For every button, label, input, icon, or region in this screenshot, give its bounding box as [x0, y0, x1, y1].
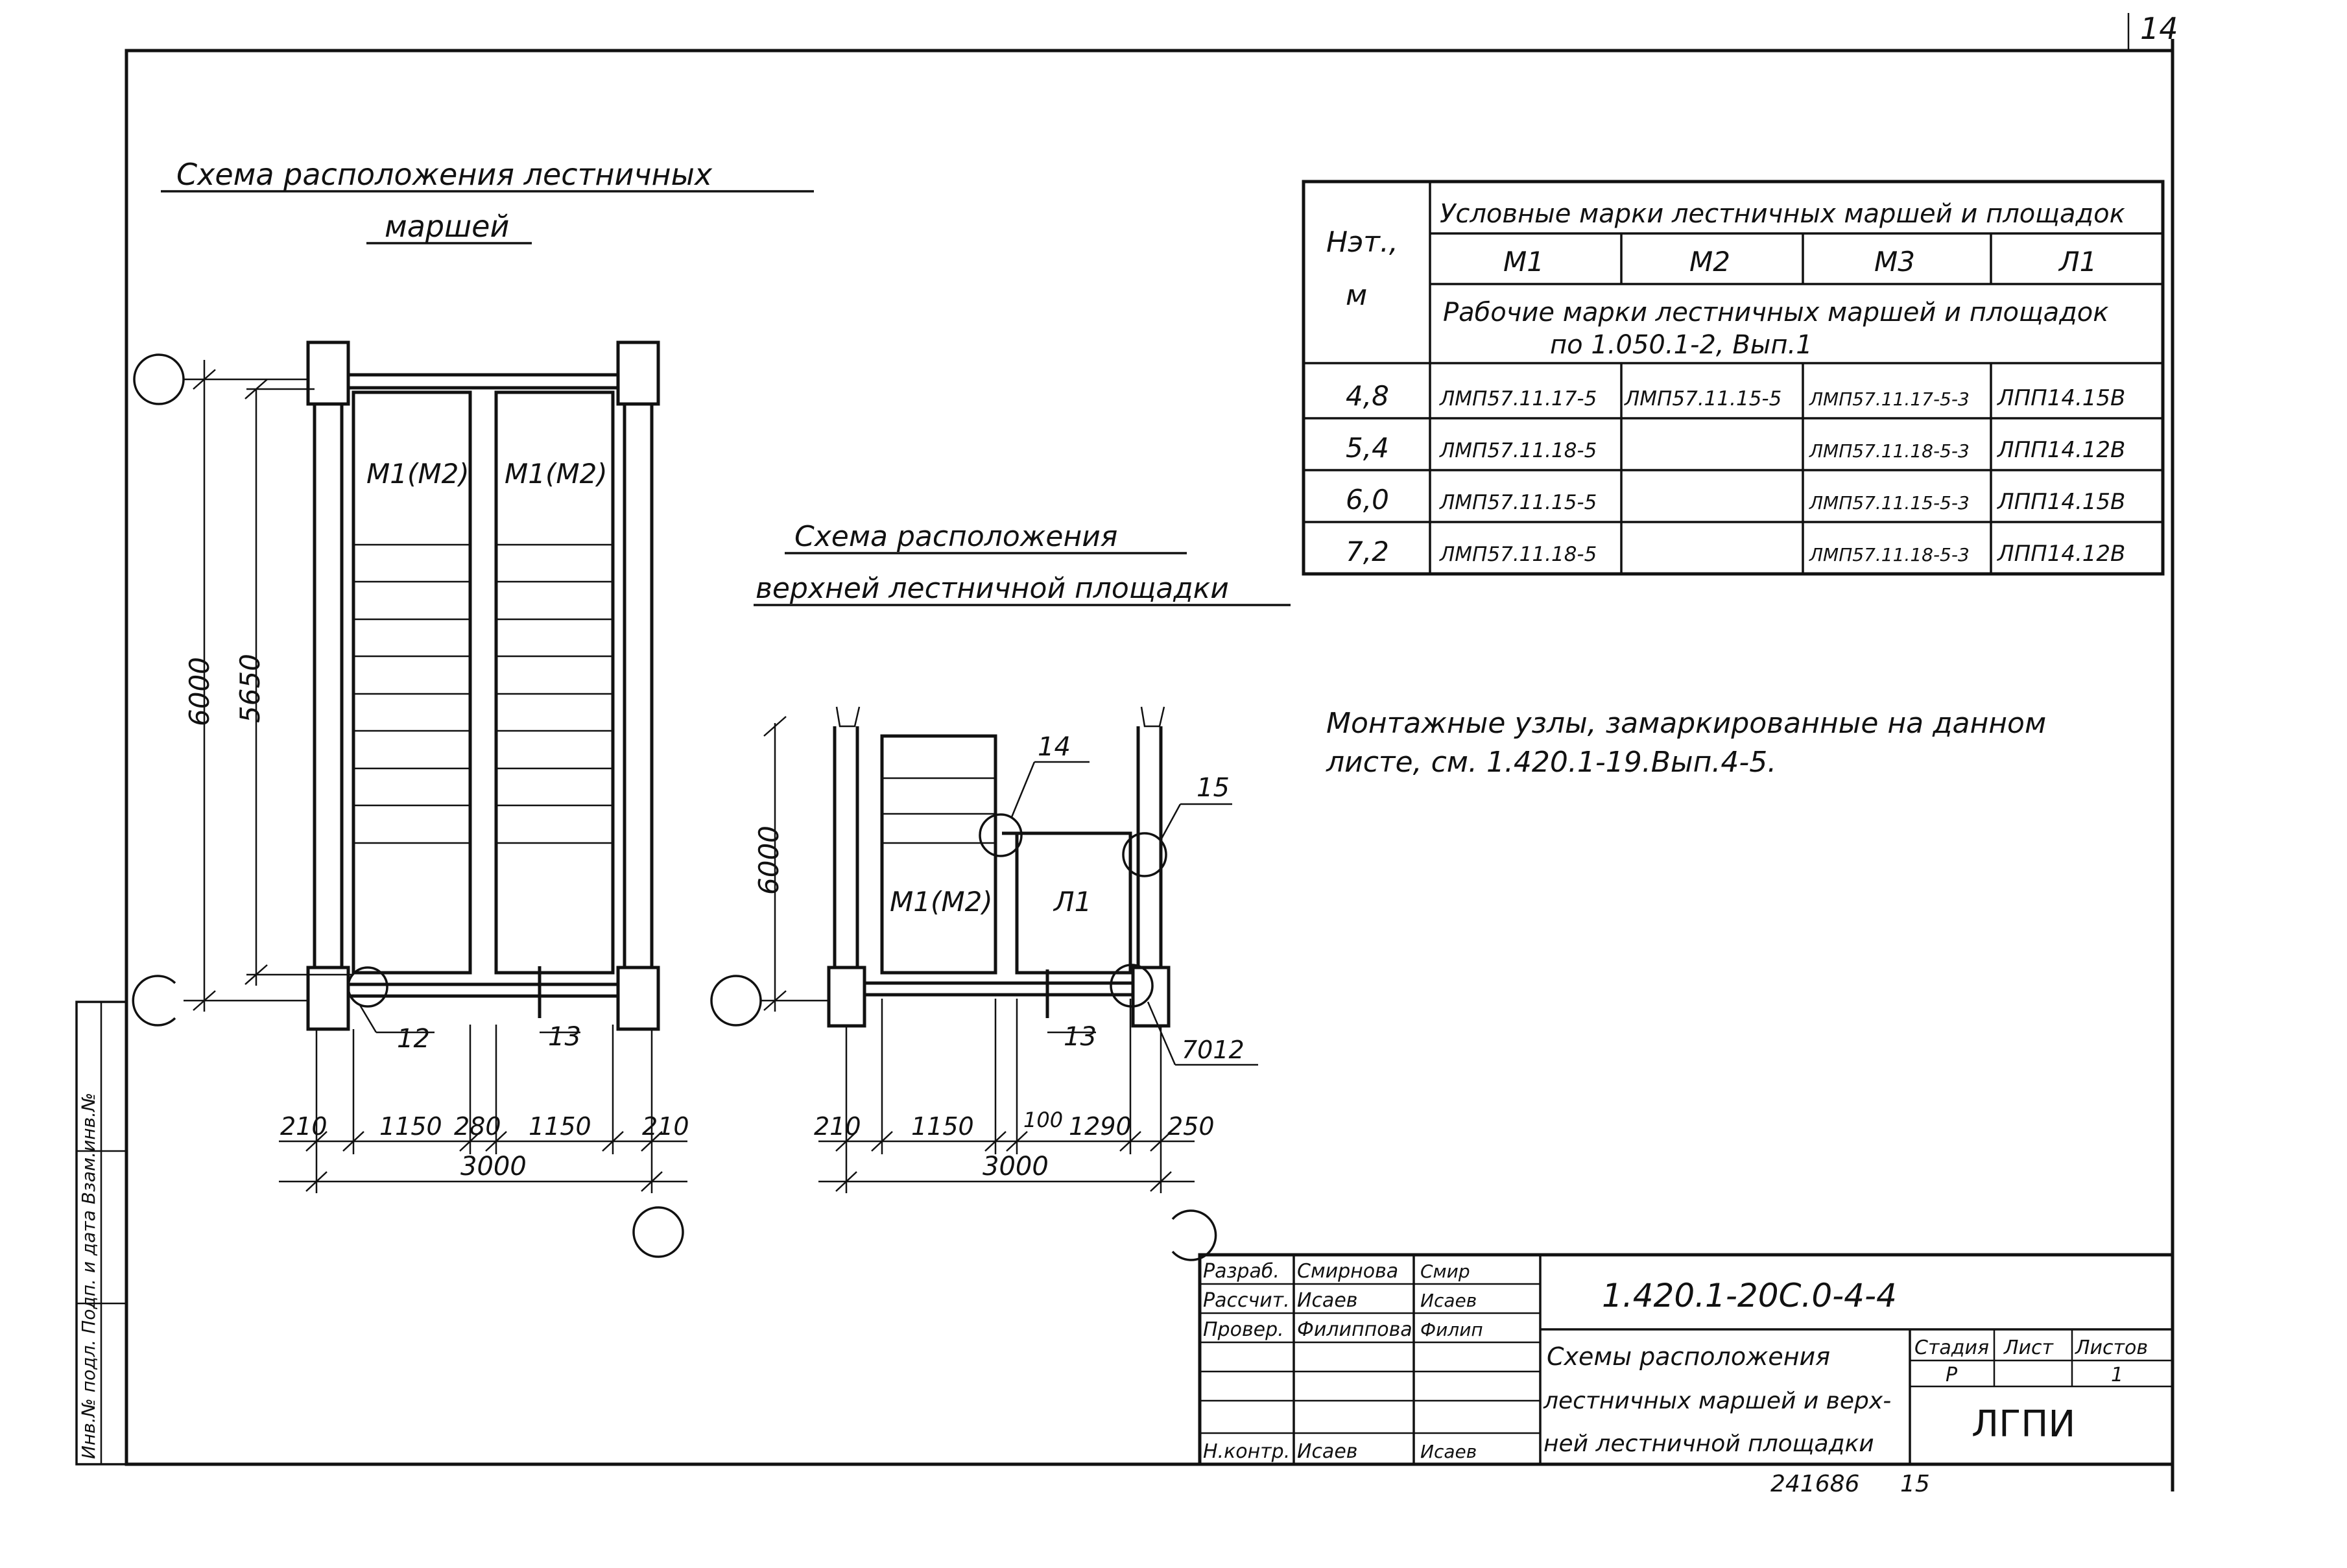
dim-height-left: 6000 — [184, 657, 215, 726]
tb-name: Исаев — [1297, 1440, 1357, 1463]
table-header-floor: Нэт., — [1326, 226, 1398, 259]
tb-role: Рассчит. — [1203, 1289, 1290, 1312]
dim-left-total: 3000 — [460, 1152, 527, 1182]
landing-label: Л1 — [1053, 886, 1091, 918]
table-cell: 7,2 — [1346, 536, 1389, 567]
tb-sheets-header: Листов — [2075, 1336, 2148, 1359]
table-cell: ЛМП57.11.15-5-3 — [1809, 492, 1970, 514]
dim-right-5: 250 — [1167, 1112, 1215, 1141]
table-col-m2: М2 — [1689, 246, 1730, 278]
table-col-m1: М1 — [1503, 246, 1544, 278]
table-cell: ЛМП57.11.17-5-3 — [1809, 388, 1970, 410]
node-13-right: 13 — [1064, 1022, 1097, 1052]
tb-name: Смирнова — [1297, 1260, 1398, 1283]
tb-role: Провер. — [1203, 1318, 1284, 1341]
stamp-page: 15 — [1900, 1471, 1930, 1497]
tb-stage: Р — [1946, 1364, 1958, 1386]
table-cell: ЛМП57.11.17-5 — [1439, 387, 1597, 410]
tb-title-line3: ней лестничной площадки — [1543, 1431, 1874, 1457]
tb-signature: Смир — [1420, 1261, 1470, 1282]
tb-name: Филиппова — [1297, 1318, 1412, 1341]
plan-left: Схема расположения лестничных маршей — [132, 157, 814, 1258]
dim-right-1: 210 — [814, 1112, 861, 1141]
flight-label-right: М1(М2) — [890, 886, 993, 918]
flight-label-left-a: М1(М2) — [366, 458, 470, 490]
note-line1: Монтажные узлы, замаркированные на данно… — [1326, 707, 2046, 740]
plan-right: Схема расположения верхней лестничной пл… — [710, 520, 1291, 1261]
table-header-floor-unit: м — [1346, 279, 1367, 312]
table-cell: ЛПП14.15В — [1996, 385, 2125, 411]
table-cell: ЛМП57.11.18-5 — [1439, 439, 1597, 462]
table-cell: 5,4 — [1346, 432, 1389, 464]
tb-role: Н.контр. — [1203, 1440, 1290, 1463]
marks-table: Нэт., м Условные марки лестничных маршей… — [1302, 180, 2165, 576]
node-13-left: 13 — [548, 1022, 581, 1052]
sheet-frame — [125, 13, 2174, 1491]
dim-left-5: 210 — [642, 1112, 689, 1141]
heading-middle-line1: Схема расположения — [794, 520, 1117, 553]
tb-designation: 1.420.1-20С.0-4-4 — [1602, 1277, 1897, 1314]
table-col-l1: Л1 — [2058, 246, 2097, 278]
dim-left-3: 280 — [454, 1112, 501, 1141]
table-cell: ЛПП14.15В — [1996, 489, 2125, 515]
stamp-number: 241686 — [1770, 1471, 1859, 1497]
table-col-m3: М3 — [1874, 246, 1915, 278]
heading-middle-line2: верхней лестничной площадки — [756, 572, 1229, 605]
tb-name: Исаев — [1297, 1289, 1357, 1312]
node-15: 15 — [1197, 773, 1230, 803]
dim-right-2: 1150 — [911, 1112, 974, 1141]
note-line2: листе, см. 1.420.1-19.Вып.4-5. — [1326, 746, 1776, 779]
tb-role: Разраб. — [1203, 1260, 1280, 1283]
heading-left-line1: Схема расположения лестничных — [176, 157, 713, 192]
node-14: 14 — [1038, 732, 1071, 762]
dim-left-4: 1150 — [529, 1112, 591, 1141]
tb-title-line2: лестничных маршей и верх- — [1543, 1388, 1891, 1414]
tb-sheet-header: Лист — [2003, 1336, 2055, 1359]
tb-organization: ЛГПИ — [1972, 1403, 2075, 1445]
table-cell: ЛМП57.11.15-5 — [1439, 491, 1597, 514]
node-12-left: 12 — [397, 1024, 430, 1054]
table-cell: 6,0 — [1346, 484, 1389, 516]
title-block: Разраб. Рассчит. Провер. Н.контр. Смирно… — [1198, 1253, 2174, 1466]
page-number: 14 — [2140, 11, 2178, 46]
tb-sheets-total: 1 — [2111, 1364, 2123, 1386]
tb-stage-header: Стадия — [1914, 1336, 1989, 1359]
dim-right-4: 1290 — [1069, 1112, 1132, 1141]
tb-signature: Исаев — [1420, 1441, 1477, 1462]
node-7012: 7012 — [1182, 1036, 1245, 1064]
table-cell: ЛПП14.12В — [1996, 541, 2125, 567]
flight-label-left-b: М1(М2) — [505, 458, 608, 490]
table-cell: 4,8 — [1346, 380, 1389, 412]
table-cell: ЛМП57.11.18-5-3 — [1809, 440, 1970, 462]
side-stamp: Инв.№ подл. Подп. и дата Взам.инв.№ — [75, 1001, 128, 1466]
dim-right-total: 3000 — [983, 1152, 1049, 1182]
side-stamp-text: Инв.№ подл. Подп. и дата Взам.инв.№ — [78, 1093, 99, 1459]
table-header-working-1: Рабочие марки лестничных маршей и площад… — [1443, 298, 2108, 327]
heading-left-line2: маршей — [385, 209, 509, 244]
table-header-conventional: Условные марки лестничных маршей и площа… — [1440, 199, 2125, 229]
table-cell: ЛМП57.11.18-5 — [1439, 543, 1597, 566]
tb-signature: Исаев — [1420, 1290, 1477, 1311]
table-cell: ЛМП57.11.15-5 — [1624, 387, 1781, 410]
table-cell: ЛМП57.11.18-5-3 — [1809, 544, 1970, 565]
dim-left-1: 210 — [280, 1112, 328, 1141]
table-header-working-2: по 1.050.1-2, Вып.1 — [1550, 330, 1813, 360]
dim-flight-left: 5650 — [234, 654, 266, 723]
tb-signature: Филип — [1420, 1319, 1483, 1340]
dim-height-right: 6000 — [753, 826, 785, 895]
tb-title-line1: Схемы расположения — [1547, 1342, 1830, 1371]
table-cell: ЛПП14.12В — [1996, 437, 2125, 463]
dim-left-2: 1150 — [379, 1112, 442, 1141]
dim-right-3: 100 — [1023, 1108, 1063, 1132]
